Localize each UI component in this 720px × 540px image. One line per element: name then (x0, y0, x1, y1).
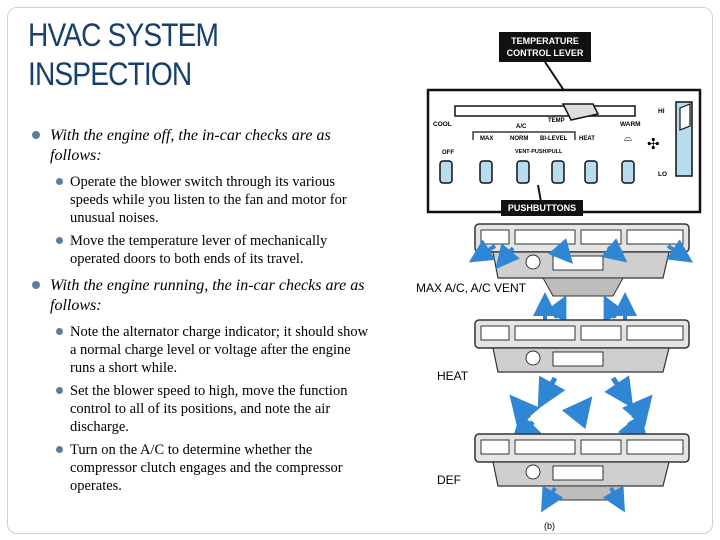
arrow-vent-right-center (601, 238, 628, 263)
label-cool: COOL (433, 121, 452, 128)
arrow-mid-right-down (617, 412, 649, 446)
pushbutton-norm[interactable] (516, 160, 530, 184)
label-off: OFF (442, 150, 454, 156)
arrow-mid-left-up (509, 394, 541, 428)
bullet-item: With the engine running, the in-car chec… (28, 276, 373, 316)
slide: HVAC SYSTEM INSPECTION With the engine o… (7, 7, 713, 534)
hvac-diagram: TEMPERATURE CONTROL LEVER COOL WARM TEMP… (413, 26, 708, 531)
arrow-def-floor-left (541, 485, 564, 513)
temp-lever-callout-line2: CONTROL LEVER (507, 48, 584, 58)
bullet-text: With the engine off, the in-car checks a… (50, 127, 331, 164)
temp-lever-knob (561, 103, 600, 121)
label-bilevel: BI-LEVEL (540, 136, 568, 142)
arrow-heat-floor-left (537, 375, 566, 410)
sub-bullet-text: Move the temperature lever of mechanical… (70, 233, 328, 267)
sub-bullet-dot (56, 237, 63, 244)
bullet-content: With the engine off, the in-car checks a… (28, 126, 373, 503)
pushbutton-max[interactable] (479, 160, 493, 184)
slide-title: HVAC SYSTEM INSPECTION (28, 17, 219, 92)
arrow-def-floor-right (602, 485, 625, 513)
label-hi: HI (658, 108, 665, 115)
fan-speed-knob[interactable] (679, 103, 691, 131)
label-ac: A/C (516, 124, 527, 130)
pushbuttons-callout-label: PUSHBUTTONS (508, 203, 576, 213)
sub-bullet-item: Move the temperature lever of mechanical… (28, 232, 373, 268)
fan-icon: ✣ (647, 136, 660, 153)
sub-bullet-text: Operate the blower switch through its va… (70, 174, 347, 226)
arrow-mid-right-up (621, 394, 653, 428)
sub-bullet-dot (56, 328, 63, 335)
dash-max-ac (474, 223, 690, 297)
sub-bullet-text: Note the alternator charge indicator; it… (70, 324, 369, 376)
mode-label-heat: HEAT (437, 369, 469, 383)
label-max: MAX (480, 136, 493, 142)
pushbutton-off[interactable] (439, 160, 453, 184)
pushbutton-bilevel[interactable] (551, 160, 565, 184)
temp-lever-callout-box (499, 32, 591, 62)
sub-bullet-text: Set the blower speed to high, move the f… (70, 383, 348, 435)
temp-lever-callout-line1: TEMPERATURE (511, 36, 579, 46)
label-heat-button: HEAT (579, 136, 595, 142)
label-warm: WARM (620, 121, 641, 128)
label-vent: VENT-PUSH/PULL (515, 149, 563, 155)
bullet-dot (32, 281, 40, 289)
mode-label-max-ac: MAX A/C, A/C VENT (416, 281, 527, 295)
bullet-text: With the engine running, the in-car chec… (50, 277, 365, 314)
temp-slider-track (454, 105, 636, 117)
pushbutton-heat[interactable] (584, 160, 598, 184)
label-lo: LO (658, 171, 667, 178)
dash-def (474, 433, 690, 501)
label-temp: TEMP (548, 118, 565, 124)
arrow-vent-left-center (495, 243, 520, 270)
dash-heat (474, 319, 690, 373)
pushbutton-defrost[interactable] (621, 160, 635, 184)
arrow-mid-left-down (510, 412, 543, 445)
mode-label-def: DEF (437, 473, 461, 487)
hvac-diagram-svg: TEMPERATURE CONTROL LEVER COOL WARM TEMP… (416, 32, 702, 531)
arrow-vent-center (548, 238, 573, 265)
arrow-defrost-up-3 (603, 295, 626, 323)
defrost-icon: ⌓ (624, 133, 632, 144)
figure-caption: (b) (544, 521, 555, 531)
sub-bullet-list: Operate the blower switch through its va… (28, 173, 373, 268)
sub-bullet-dot (56, 387, 63, 394)
arrow-mid-center-up (561, 396, 593, 430)
label-norm: NORM (510, 136, 528, 142)
sub-bullet-item: Turn on the A/C to determine whether the… (28, 441, 373, 495)
bullet-dot (32, 131, 40, 139)
arrow-heat-floor-right (604, 375, 634, 409)
sub-bullet-list: Note the alternator charge indicator; it… (28, 323, 373, 495)
sub-bullet-dot (56, 446, 63, 453)
sub-bullet-item: Set the blower speed to high, move the f… (28, 382, 373, 436)
sub-bullet-text: Turn on the A/C to determine whether the… (70, 442, 343, 494)
sub-bullet-item: Operate the blower switch through its va… (28, 173, 373, 227)
pushbuttons-callout-box (501, 200, 583, 216)
bullet-item: With the engine off, the in-car checks a… (28, 126, 373, 166)
arrow-vent-left (468, 239, 497, 263)
ac-bracket (472, 131, 576, 140)
arrow-defrost-up-2 (544, 295, 567, 323)
sub-bullet-dot (56, 178, 63, 185)
pushbuttons-leader (537, 184, 542, 203)
sub-bullet-item: Note the alternator charge indicator; it… (28, 323, 373, 377)
arrow-vent-right (666, 239, 693, 263)
